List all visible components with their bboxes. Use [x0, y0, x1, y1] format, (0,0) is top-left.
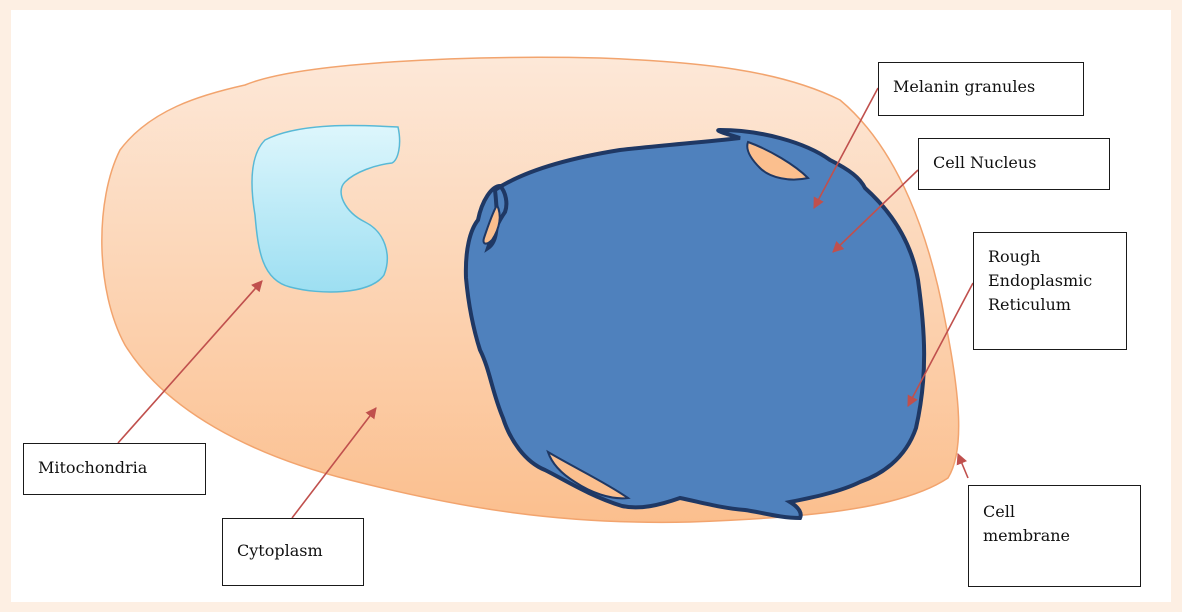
label-melanin-granules: Melanin granules: [878, 62, 1084, 116]
label-cytoplasm: Cytoplasm: [222, 518, 364, 586]
label-melanin-granules-text: Melanin granules: [893, 75, 1069, 99]
label-cell-membrane-line-2: membrane: [983, 524, 1126, 548]
label-rough-er-line-2: Endoplasmic: [988, 269, 1112, 293]
label-cell-membrane: Cell membrane: [968, 485, 1141, 587]
label-cell-membrane-line-1: Cell: [983, 500, 1126, 524]
label-rough-er-line-3: Reticulum: [988, 293, 1112, 317]
label-rough-er-line-1: Rough: [988, 245, 1112, 269]
label-cell-nucleus-text: Cell Nucleus: [933, 151, 1095, 175]
label-mitochondria-text: Mitochondria: [38, 456, 191, 480]
arrow-cell-membrane: [958, 454, 968, 478]
label-rough-er: Rough Endoplasmic Reticulum: [973, 232, 1127, 350]
label-cell-nucleus: Cell Nucleus: [918, 138, 1110, 190]
label-mitochondria: Mitochondria: [23, 443, 206, 495]
label-cytoplasm-text: Cytoplasm: [237, 539, 349, 563]
nucleus-shape: [466, 130, 924, 518]
